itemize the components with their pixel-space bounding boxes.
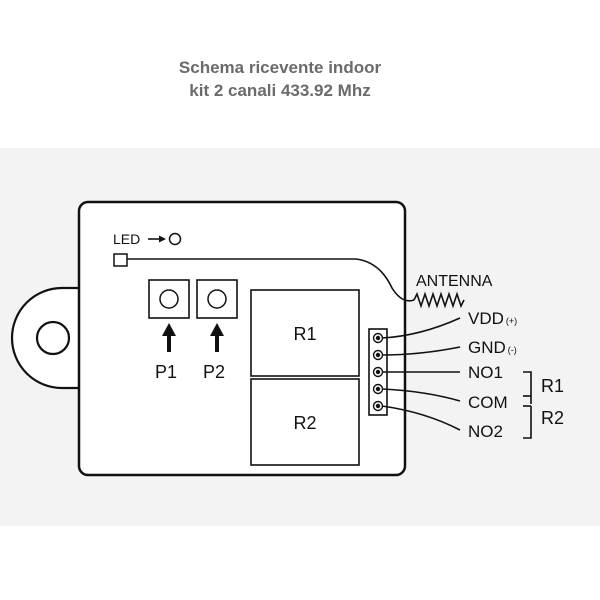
led-arrow-icon — [148, 235, 166, 243]
relay-group-brackets — [523, 371, 532, 439]
relay-group-r2-label: R2 — [541, 408, 564, 428]
terminal-screws — [372, 332, 384, 412]
arrow-up-icon-p2 — [210, 323, 224, 352]
title-line-1: Schema ricevente indoor — [178, 58, 382, 77]
led-component — [113, 253, 128, 267]
terminal-vdd-label: VDD(+) — [468, 309, 517, 328]
terminal-gnd-label: GND(-) — [468, 338, 517, 357]
antenna-wire — [127, 258, 415, 302]
button-p2-knob — [207, 289, 227, 309]
terminal-wires — [381, 317, 461, 431]
antenna-coil — [413, 291, 465, 309]
antenna-label: ANTENNA — [416, 273, 493, 290]
title-line-2: kit 2 canali 433.92 Mhz — [189, 81, 371, 100]
relay-group-r1-label: R1 — [541, 376, 564, 396]
arrow-up-icon-p1 — [162, 323, 176, 352]
relay-r2-label: R2 — [293, 413, 316, 433]
terminal-no1-label: NO1 — [468, 363, 503, 382]
diagram-title: Schema ricevente indoor kit 2 canali 433… — [0, 56, 560, 102]
mounting-tab — [10, 286, 80, 390]
terminal-com-label: COM — [468, 393, 508, 412]
relay-r2 — [250, 378, 360, 466]
led-label: LED — [113, 231, 140, 247]
mounting-hole — [35, 320, 71, 356]
terminal-no2-label: NO2 — [468, 422, 503, 441]
button-p1-knob — [159, 289, 179, 309]
button-p2-label: P2 — [203, 362, 225, 382]
relay-r1-label: R1 — [293, 324, 316, 344]
button-p1-label: P1 — [155, 362, 177, 382]
relay-r1 — [250, 289, 360, 377]
led-indicator-icon — [168, 232, 182, 246]
